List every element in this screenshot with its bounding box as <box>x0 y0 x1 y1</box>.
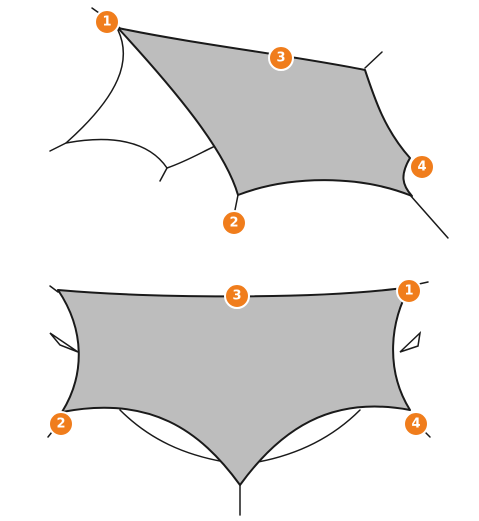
badge-label: 2 <box>56 417 65 432</box>
badge-label: 4 <box>411 417 420 432</box>
top-marker-1: 1 <box>94 9 120 35</box>
badge-label: 1 <box>102 15 111 30</box>
badge-circle <box>221 210 247 236</box>
front-marker-1: 1 <box>396 278 422 304</box>
badge-circle <box>94 9 120 35</box>
badge-circle <box>48 411 74 437</box>
front-marker-2: 2 <box>48 411 74 437</box>
guy-line-corner-3 <box>364 51 383 69</box>
front-guy-line-3 <box>49 285 59 293</box>
guy-line-corner-2 <box>234 194 239 211</box>
front-marker-3: 3 <box>224 283 250 309</box>
guy-line-corner-4 <box>409 194 449 239</box>
badge-circle <box>396 278 422 304</box>
front-side-tie-left <box>49 332 79 353</box>
badge-circle <box>403 411 429 437</box>
tarp-top-surface <box>117 27 413 197</box>
top-marker-2: 2 <box>221 210 247 236</box>
front-marker-4: 4 <box>403 411 429 437</box>
badge-label: 3 <box>232 289 241 304</box>
badge-circle <box>224 283 250 309</box>
tarp-inner-edge <box>63 29 223 169</box>
badge-label: 2 <box>229 216 238 231</box>
badge-label: 3 <box>276 51 285 66</box>
badge-label: 4 <box>417 160 426 175</box>
badge-circle <box>268 45 294 71</box>
front-inner-curve-left <box>119 409 226 463</box>
tarp-front-view <box>47 281 431 516</box>
tarp-inner-stub-b <box>159 167 168 182</box>
tarp-front-surface <box>57 286 411 486</box>
top-marker-3: 3 <box>268 45 294 71</box>
badge-label: 1 <box>404 284 413 299</box>
tarp-inner-stub-a <box>49 142 67 152</box>
tarp-top-view <box>49 7 449 239</box>
badge-circle <box>409 154 435 180</box>
front-side-tie-right <box>399 330 422 353</box>
top-marker-4: 4 <box>409 154 435 180</box>
front-inner-curve-right <box>257 409 361 463</box>
